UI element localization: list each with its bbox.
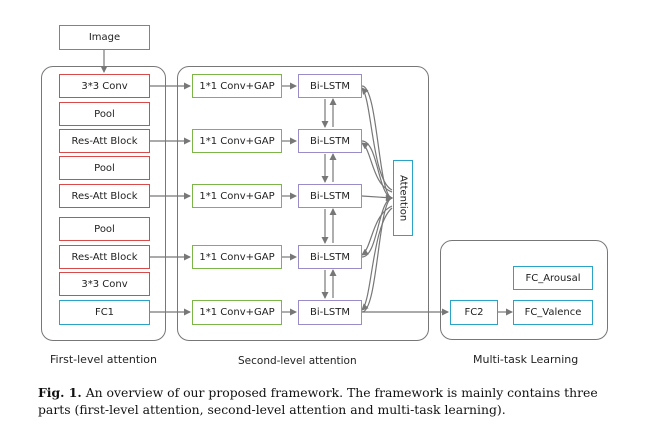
attention-to-lstm-feedback: [361, 87, 393, 311]
multitask-label: Multi-task Learning: [473, 353, 579, 366]
bilstm-box-1: Bi-LSTM: [298, 74, 362, 98]
connector-layer: [100, 50, 513, 316]
fc2-box: FC2: [450, 300, 498, 325]
attention-label: Attention: [397, 174, 409, 222]
first-level-block-1: 3*3 Conv: [59, 74, 150, 98]
conv-gap-box-1: 1*1 Conv+GAP: [192, 74, 282, 98]
bilstm-box-2: Bi-LSTM: [298, 129, 362, 153]
conv-gap-box-5: 1*1 Conv+GAP: [192, 300, 282, 325]
fc-arousal-box: FC_Arousal: [513, 266, 593, 290]
second-level-group: [177, 66, 429, 341]
attention-box: Attention: [393, 160, 413, 236]
multitask-group: [440, 240, 608, 340]
bilstm-box-3: Bi-LSTM: [298, 184, 362, 208]
conv-gap-box-3: 1*1 Conv+GAP: [192, 184, 282, 208]
figure-caption: Fig. 1. An overview of our proposed fram…: [38, 384, 618, 418]
first-level-block-6: Pool: [59, 217, 150, 241]
caption-label: Fig. 1.: [38, 385, 82, 400]
bilstm-box-5: Bi-LSTM: [298, 300, 362, 325]
first-level-group: [41, 66, 166, 341]
first-level-block-7: Res-Att Block: [59, 245, 150, 269]
conv-gap-box-4: 1*1 Conv+GAP: [192, 245, 282, 269]
conv-gap-box-2: 1*1 Conv+GAP: [192, 129, 282, 153]
first-level-block-9: FC1: [59, 300, 150, 325]
fc-valence-box: FC_Valence: [513, 300, 593, 325]
first-level-block-4: Pool: [59, 156, 150, 180]
first-level-block-3: Res-Att Block: [59, 129, 150, 153]
first-level-label: First-level attention: [50, 353, 157, 366]
bilstm-box-4: Bi-LSTM: [298, 245, 362, 269]
lstm-bidirectional-arrows: [321, 98, 337, 299]
first-level-block-2: Pool: [59, 102, 150, 126]
first-level-block-5: Res-Att Block: [59, 184, 150, 208]
first-level-block-8: 3*3 Conv: [59, 272, 150, 296]
caption-text: An overview of our proposed framework. T…: [38, 385, 598, 417]
image-input-box: Image: [59, 25, 150, 50]
framework-diagram: Image 3*3 Conv Pool Res-Att Block Pool R…: [41, 25, 608, 367]
second-level-label: Second-level attention: [238, 355, 357, 367]
